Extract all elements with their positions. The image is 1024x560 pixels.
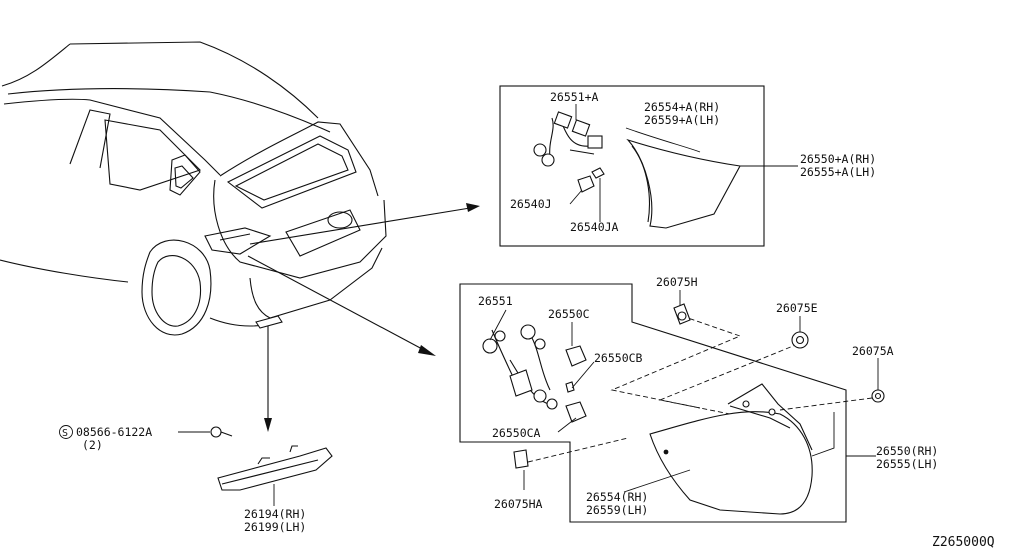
bulb-socket-harness-a <box>533 111 603 167</box>
label-clip-ha: 26075HA <box>494 497 543 511</box>
label-clip-e: 26075E <box>776 301 818 315</box>
label-housing-a-lh: 26559+A(LH) <box>644 113 720 127</box>
screw-part <box>210 426 233 438</box>
label-lamp-lh: 26555(LH) <box>876 457 938 471</box>
label-lamp-rh: 26550(RH) <box>876 444 938 458</box>
clip-a <box>871 389 885 403</box>
label-housing-a-rh: 26554+A(RH) <box>644 100 720 114</box>
label-bulb-socket-a: 26551+A <box>550 90 599 104</box>
label-housing-lh: 26559(LH) <box>586 503 648 517</box>
bulb-c <box>565 345 587 367</box>
screw-symbol: S <box>62 428 68 439</box>
lamp-housing-a <box>626 138 741 229</box>
label-housing-rh: 26554(RH) <box>586 490 648 504</box>
label-socket-harness: 26551 <box>478 294 513 308</box>
label-clip-h: 26075H <box>656 275 698 289</box>
label-clip-a: 26075A <box>852 344 894 358</box>
diagram-id: Z265000Q <box>932 535 995 550</box>
label-bulb-ja: 26540JA <box>570 220 619 234</box>
leader-arrows <box>247 203 480 432</box>
clip-h <box>673 303 691 325</box>
bulb-ca <box>565 401 587 423</box>
clip-e <box>791 331 809 349</box>
label-bulb-ca: 26550CA <box>492 426 541 440</box>
label-reflex-lh: 26199(LH) <box>244 520 306 534</box>
socket-harness <box>482 324 558 410</box>
rear-combination-lamp <box>649 383 813 515</box>
bulb-j <box>577 167 605 193</box>
label-bulb-j: 26540J <box>510 197 552 211</box>
label-screw-qty: (2) <box>82 438 103 452</box>
upper-detail-box <box>499 85 798 247</box>
label-screw: 08566-6122A <box>76 425 152 439</box>
bulb-cb <box>565 381 575 393</box>
label-bulb-cb: 26550CB <box>594 351 643 365</box>
label-reflex-rh: 26194(RH) <box>244 507 306 521</box>
screw-symbol-circle <box>59 425 73 439</box>
rear-reflex-assembly <box>59 425 333 506</box>
clip-ha <box>513 449 529 469</box>
label-bulb-c: 26550C <box>548 307 590 321</box>
label-lamp-a-rh: 26550+A(RH) <box>800 152 876 166</box>
label-lamp-a-lh: 26555+A(LH) <box>800 165 876 179</box>
vehicle-illustration <box>0 41 387 336</box>
lower-detail-box <box>459 283 885 523</box>
